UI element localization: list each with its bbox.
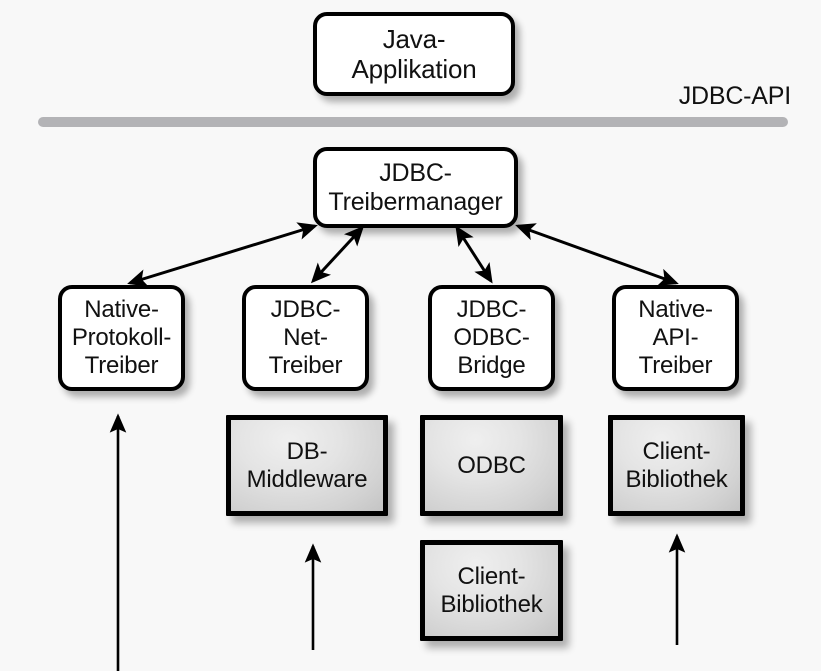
client-library-right-line-2: Bibliothek <box>625 465 728 493</box>
client-library-lower-line-2: Bibliothek <box>440 590 543 618</box>
arrow-manager-to-native-protocol-driver <box>127 222 318 287</box>
jdbc-driver-manager-line-2: Treibermanager <box>328 187 503 216</box>
native-protocol-driver-line-3: Treiber <box>84 351 159 379</box>
jdbc-net-driver-node[interactable]: JDBC- Net- Treiber <box>242 285 369 391</box>
odbc-node[interactable]: ODBC <box>420 415 563 516</box>
client-library-right-line-1: Client- <box>642 437 711 465</box>
java-application-line-2: Applikation <box>351 54 477 84</box>
jdbc-odbc-bridge-node[interactable]: JDBC- ODBC- Bridge <box>428 285 555 391</box>
native-api-driver-line-2: API- <box>652 324 699 352</box>
native-api-driver-line-1: Native- <box>638 296 713 324</box>
client-library-lower-line-1: Client- <box>457 562 526 590</box>
arrow-manager-to-jdbc-odbc-bridge <box>455 225 493 284</box>
db-middleware-node[interactable]: DB- Middleware <box>226 415 388 516</box>
jdbc-driver-manager-line-1: JDBC- <box>379 158 452 187</box>
native-api-driver-node[interactable]: Native- API- Treiber <box>612 285 739 391</box>
native-protocol-driver-line-2: Protokoll- <box>71 324 172 352</box>
native-protocol-driver-node[interactable]: Native- Protokoll- Treiber <box>58 285 185 391</box>
native-api-driver-line-3: Treiber <box>638 351 713 379</box>
native-protocol-driver-line-1: Native- <box>84 296 159 324</box>
jdbc-odbc-bridge-line-1: JDBC- <box>456 296 527 324</box>
client-library-lower-node[interactable]: Client- Bibliothek <box>420 540 563 641</box>
java-application-node[interactable]: Java- Applikation <box>313 12 515 96</box>
db-middleware-line-1: DB- <box>286 437 328 465</box>
client-library-right-node[interactable]: Client- Bibliothek <box>608 415 745 516</box>
jdbc-driver-manager-node[interactable]: JDBC- Treibermanager <box>313 147 518 228</box>
odbc-line-1: ODBC <box>457 451 526 479</box>
java-application-line-1: Java- <box>382 23 446 54</box>
arrow-manager-to-native-api-driver <box>515 223 679 286</box>
jdbc-odbc-bridge-line-3: Bridge <box>457 351 526 379</box>
db-middleware-line-2: Middleware <box>246 465 368 493</box>
jdbc-api-divider-bar <box>38 117 788 127</box>
arrow-manager-to-jdbc-net-driver <box>310 225 365 284</box>
jdbc-api-label: JDBC-API <box>678 82 792 110</box>
jdbc-net-driver-line-2: Net- <box>283 324 328 352</box>
jdbc-net-driver-line-1: JDBC- <box>270 296 341 324</box>
jdbc-net-driver-line-3: Treiber <box>268 351 343 379</box>
jdbc-odbc-bridge-line-2: ODBC- <box>453 324 530 352</box>
